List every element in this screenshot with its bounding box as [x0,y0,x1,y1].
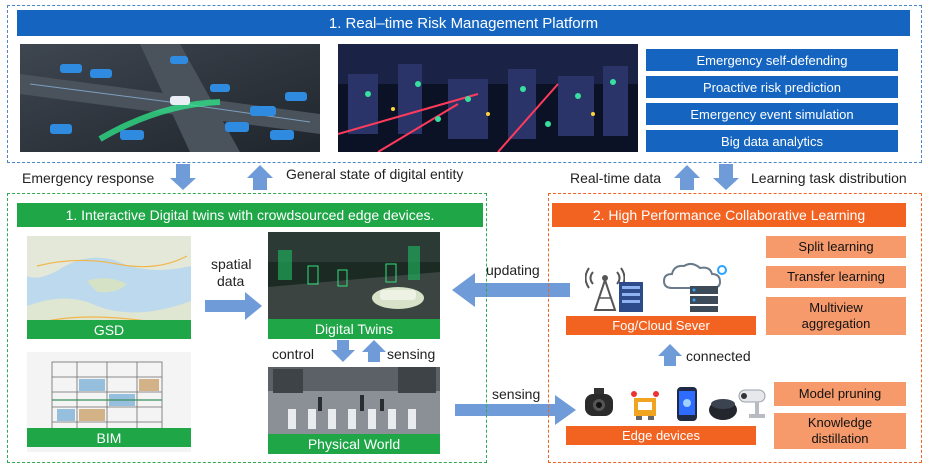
emergency-response-label: Emergency response [22,170,155,186]
learning-frame [548,193,922,463]
spatial-data-label-line1: spatial [211,256,252,272]
feature-proactive-risk-prediction: Proactive risk prediction [646,76,898,98]
security-camera-icon [735,384,769,420]
digital-twins-image [268,232,440,320]
multiview-line2: aggregation [801,316,871,331]
split-learning-box: Split learning [766,236,906,258]
learning-task-label: Learning task distribution [751,170,907,186]
multiview-line1: Multiview [809,300,863,315]
feature-big-data-analytics: Big data analytics [646,130,898,152]
fog-cloud-label: Fog/Cloud Sever [566,316,756,335]
platform-frame [7,5,922,163]
multiview-aggregation-box: Multiview aggregation [766,297,906,335]
twin-sensing-label: sensing [387,346,436,362]
knowledge-line1: Knowledge [807,415,873,430]
real-time-data-label: Real-time data [570,170,662,186]
feature-emergency-event-simulation: Emergency event simulation [646,103,898,125]
knowledge-distillation-box: Knowledge distillation [774,413,906,449]
smart-speaker-icon [707,392,739,422]
transfer-learning-box: Transfer learning [766,266,906,288]
edge-devices-label: Edge devices [566,426,756,445]
middle-sensing-label: sensing [492,386,541,402]
gsd-label: GSD [27,320,191,339]
physical-world-label: Physical World [268,434,440,454]
digital-twins-frame [7,193,487,463]
general-state-label: General state of digital entity [286,166,464,182]
cloud-server-icon [660,262,730,312]
learning-title: 2. High Performance Collaborative Learni… [552,203,906,227]
feature-emergency-self-defending: Emergency self-defending [646,49,898,71]
digital-twins-label: Digital Twins [268,319,440,339]
spatial-data-label-line2: data [217,273,245,289]
traffic-photo [20,44,320,152]
bim-label: BIM [27,428,191,447]
smart-city-photo [338,44,638,152]
physical-world-image [268,367,440,435]
knowledge-line2: distillation [811,431,869,446]
updating-label: updating [486,262,540,278]
connected-label: connected [686,348,751,364]
digital-twins-title: 1. Interactive Digital twins with crowds… [17,203,483,227]
robot-icon [628,388,662,422]
smartphone-icon [675,386,699,422]
control-label: control [272,346,315,362]
server-rack-icon [617,280,645,314]
model-pruning-box: Model pruning [774,382,906,406]
dashcam-icon [582,386,616,420]
platform-title: 1. Real–time Risk Management Platform [17,10,910,36]
